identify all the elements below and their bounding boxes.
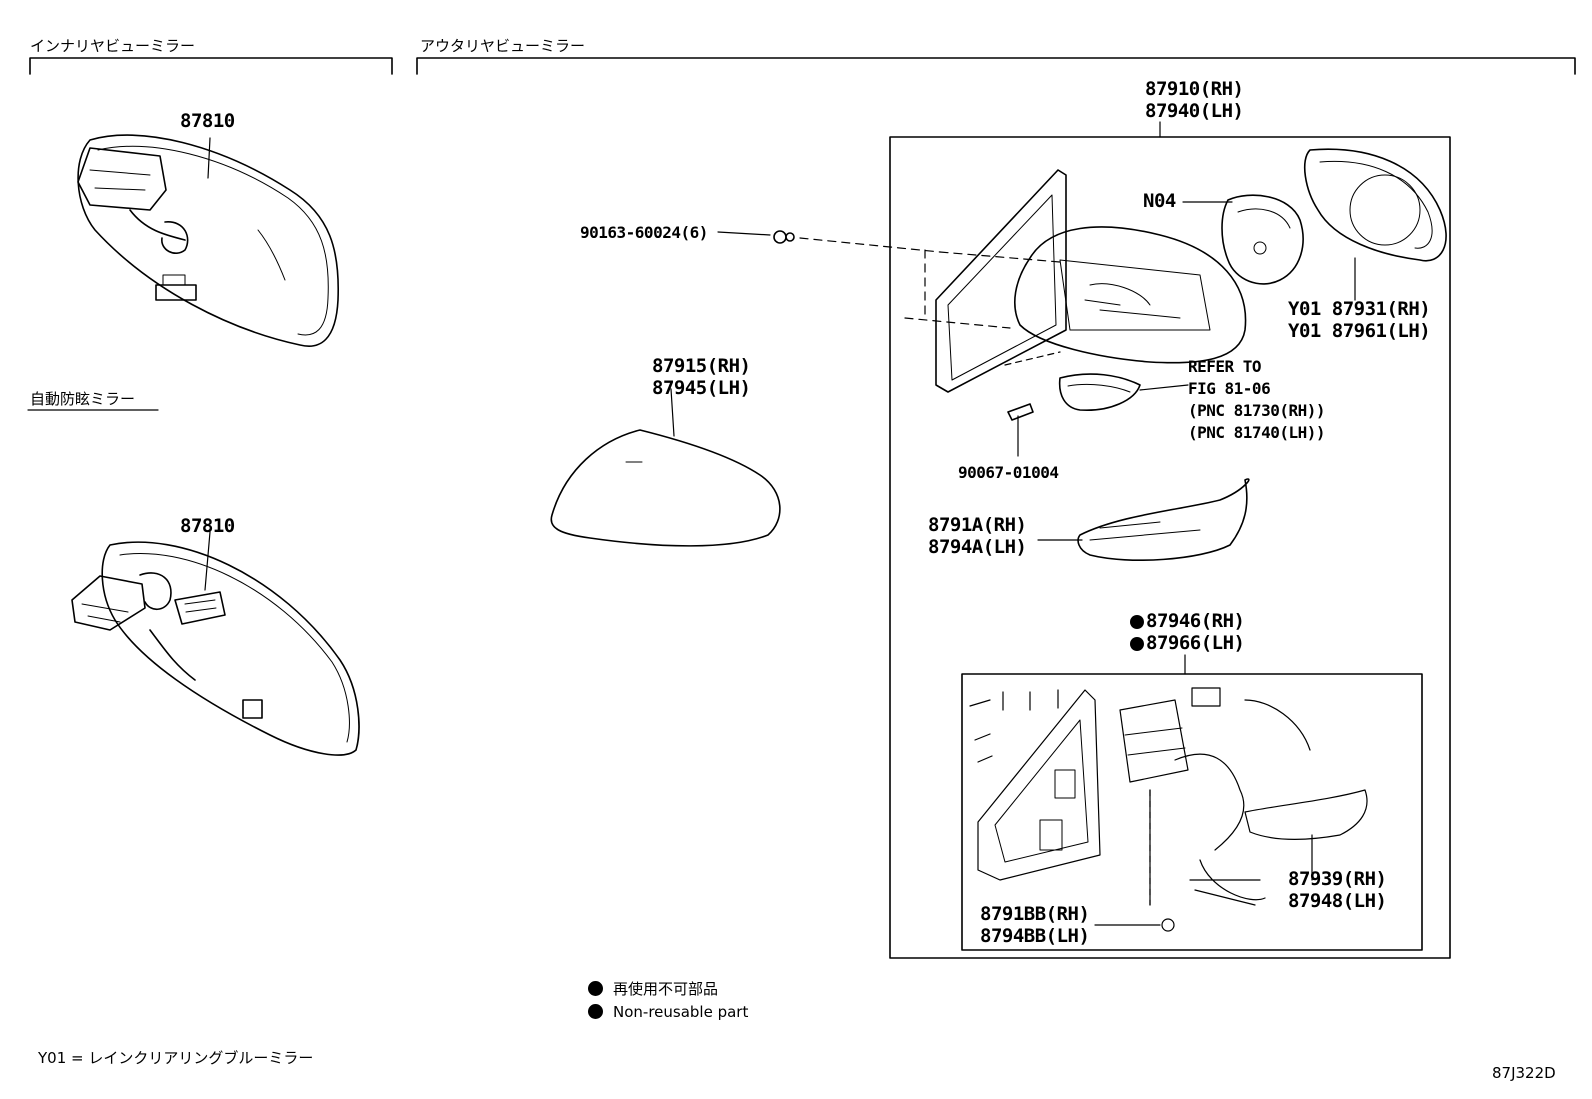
part-87961-lh: Y01 87961(LH)	[1288, 320, 1431, 342]
part-8791a-rh: 8791A(RH)	[928, 514, 1027, 536]
repair-kit-parts-drawing	[969, 687, 1368, 932]
part-87931-rh: Y01 87931(RH)	[1288, 298, 1431, 320]
under-cover-drawing	[1037, 478, 1250, 561]
mirror-cover-drawing	[550, 388, 781, 547]
part-87939-rh: 87939(RH)	[1288, 868, 1387, 890]
diagram-code: 87J322D	[1492, 1064, 1556, 1082]
legend-dot	[588, 1004, 603, 1019]
legend-en-text: Non-reusable part	[613, 1003, 749, 1021]
refer-to-line1: REFER TO	[1188, 357, 1262, 376]
part-87966-lh-text: 87966(LH)	[1146, 632, 1245, 654]
refer-to-line3: (PNC 81730(RH))	[1188, 401, 1326, 420]
auto-dimming-label: 自動防眩ミラー	[30, 390, 136, 408]
part-87948-lh: 87948(LH)	[1288, 890, 1387, 912]
non-reusable-dot	[1130, 615, 1144, 629]
outer-mirror-assembly-box	[889, 136, 1451, 959]
outer-mirror-body-drawing	[935, 169, 1247, 393]
inner-mirror-standard-drawing	[77, 134, 340, 347]
mirror-glass-drawing	[1303, 148, 1447, 301]
part-8794a-lh: 8794A(LH)	[928, 536, 1027, 558]
refer-to-line2: FIG 81-06	[1188, 379, 1271, 398]
inner-mirror-section-title: インナリヤビューミラー	[30, 37, 196, 55]
part-n04: N04	[1143, 190, 1176, 212]
part-90067-01004: 90067-01004	[958, 463, 1059, 482]
n04-motor-drawing	[1182, 194, 1304, 285]
part-87945-lh: 87945(LH)	[652, 377, 751, 399]
part-87946-rh: 87946(RH)	[1130, 610, 1245, 632]
legend-jp-text: 再使用不可部品	[613, 980, 719, 998]
screw-90163-drawing	[717, 230, 1061, 329]
legend-jp: 再使用不可部品	[588, 978, 718, 999]
outer-section-bracket	[416, 57, 1576, 75]
part-87940-lh: 87940(LH)	[1145, 100, 1244, 122]
part-8791bb-rh: 8791BB(RH)	[980, 903, 1090, 925]
legend-dot	[588, 981, 603, 996]
part-87810-standard: 87810	[180, 110, 235, 132]
y01-footnote: Y01 = レインクリアリングブルーミラー	[38, 1049, 314, 1067]
part-8794bb-lh: 8794BB(LH)	[980, 925, 1090, 947]
repair-kit-box	[961, 673, 1423, 951]
turn-signal-lamp-drawing	[1058, 373, 1189, 411]
part-90163-60024: 90163-60024(6)	[580, 223, 708, 242]
inner-section-bracket	[29, 57, 393, 75]
legend-en: Non-reusable part	[588, 1003, 748, 1021]
screw-90067-drawing	[1007, 403, 1034, 457]
outer-mirror-section-title: アウタリヤビューミラー	[420, 37, 586, 55]
non-reusable-dot	[1130, 637, 1144, 651]
part-87910-rh: 87910(RH)	[1145, 78, 1244, 100]
part-87966-lh: 87966(LH)	[1130, 632, 1245, 654]
inner-mirror-auto-dimming-drawing	[71, 531, 360, 756]
part-87946-rh-text: 87946(RH)	[1146, 610, 1245, 632]
refer-to-line4: (PNC 81740(LH))	[1188, 423, 1326, 442]
part-87810-auto-dimming: 87810	[180, 515, 235, 537]
part-87915-rh: 87915(RH)	[652, 355, 751, 377]
